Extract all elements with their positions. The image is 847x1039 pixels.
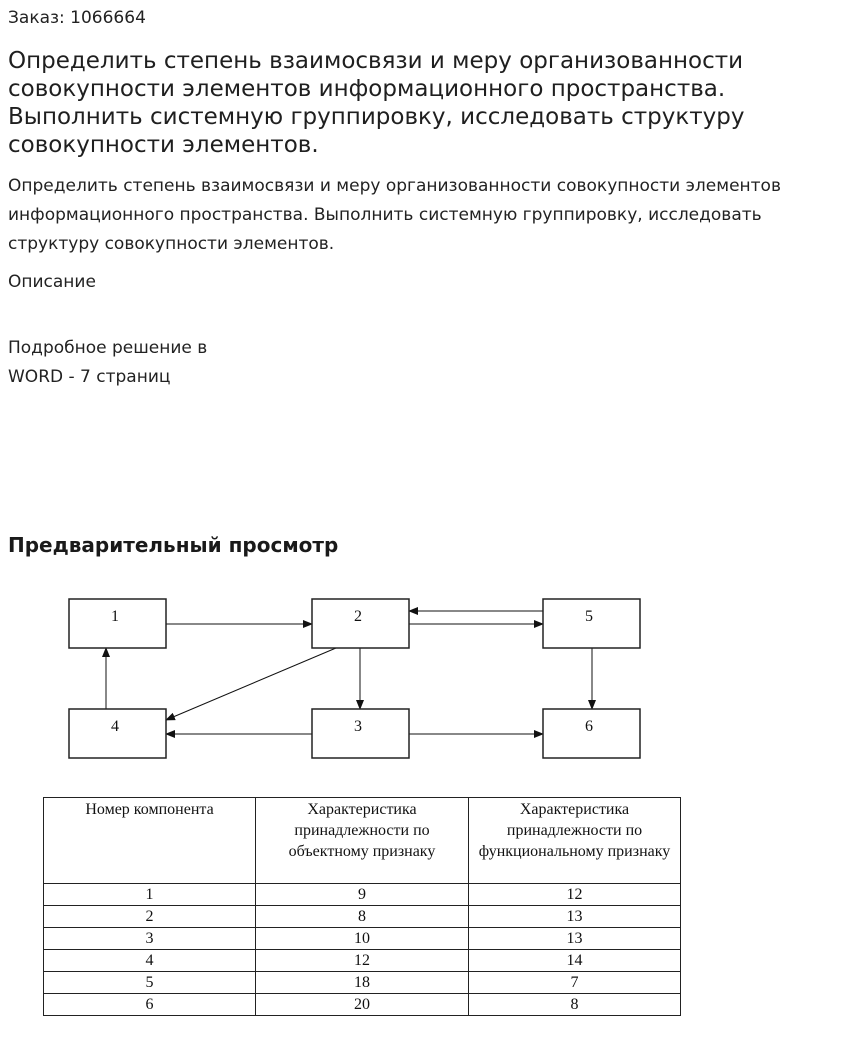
table-cell: 7 xyxy=(468,971,681,994)
table-row: 2 8 13 xyxy=(43,905,681,928)
table-cell: 8 xyxy=(468,993,681,1016)
node-label: 1 xyxy=(111,608,119,625)
table-cell: 12 xyxy=(255,949,469,972)
header-functional-feature: Характеристика принадлежности по функцио… xyxy=(468,797,681,884)
header-component-number: Номер компонента xyxy=(43,797,256,884)
table-row: 4 12 14 xyxy=(43,949,681,972)
node-box xyxy=(68,708,167,759)
node-box xyxy=(311,598,410,649)
table-cell: 2 xyxy=(43,905,256,928)
solution-line-2: WORD - 7 страниц xyxy=(8,367,171,387)
node-label: 5 xyxy=(585,608,593,625)
header-object-feature: Характеристика принадлежности по объектн… xyxy=(255,797,469,884)
table-cell: 3 xyxy=(43,927,256,950)
table-cell: 5 xyxy=(43,971,256,994)
solution-info: Подробное решение в WORD - 7 страниц xyxy=(8,334,207,392)
table-cell: 4 xyxy=(43,949,256,972)
table-cell: 20 xyxy=(255,993,469,1016)
table-cell: 13 xyxy=(468,905,681,928)
diagram-node-4: 4 xyxy=(68,708,167,759)
description-label: Описание xyxy=(8,272,96,292)
solution-line-1: Подробное решение в xyxy=(8,338,208,358)
node-label: 3 xyxy=(354,718,362,735)
node-box xyxy=(311,708,410,759)
table-cell: 12 xyxy=(468,883,681,906)
table-cell: 10 xyxy=(255,927,469,950)
task-description: Определить степень взаимосвязи и меру ор… xyxy=(8,176,781,254)
diagram-node-5: 5 xyxy=(542,598,641,649)
table-cell: 13 xyxy=(468,927,681,950)
diagram-node-1: 1 xyxy=(68,598,167,649)
node-label: 2 xyxy=(354,608,362,625)
table-cell: 8 xyxy=(255,905,469,928)
table-row: 6 20 8 xyxy=(43,993,681,1016)
edge-2-to-4 xyxy=(165,647,337,721)
page-title: Определить степень взаимосвязи и меру ор… xyxy=(8,48,745,158)
components-table: Номер компонента Характеристика принадле… xyxy=(43,797,681,1016)
table-row: 3 10 13 xyxy=(43,927,681,950)
table-header-row: Номер компонента Характеристика принадле… xyxy=(43,797,681,884)
preview-heading: Предварительный просмотр xyxy=(8,533,339,557)
table-cell: 6 xyxy=(43,993,256,1016)
node-box xyxy=(542,708,641,759)
diagram-node-3: 3 xyxy=(311,708,410,759)
diagram-node-2: 2 xyxy=(311,598,410,649)
diagram-node-6: 6 xyxy=(542,708,641,759)
node-box xyxy=(542,598,641,649)
table-cell: 9 xyxy=(255,883,469,906)
table-cell: 14 xyxy=(468,949,681,972)
table-cell: 18 xyxy=(255,971,469,994)
table-cell: 1 xyxy=(43,883,256,906)
node-box xyxy=(68,598,167,649)
node-label: 4 xyxy=(111,718,119,735)
table-row: 5 18 7 xyxy=(43,971,681,994)
table-row: 1 9 12 xyxy=(43,883,681,906)
order-number: Заказ: 1066664 xyxy=(8,8,146,28)
node-label: 6 xyxy=(585,718,593,735)
